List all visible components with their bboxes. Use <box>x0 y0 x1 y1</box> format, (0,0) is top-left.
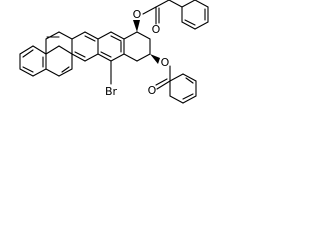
ring-c-bonds <box>71 31 99 62</box>
double-bond-inner <box>84 35 96 42</box>
bond <box>19 45 34 55</box>
bond <box>84 53 99 62</box>
bond <box>156 80 171 90</box>
double-bond-inner <box>100 51 112 58</box>
upper-benzoyl-bonds <box>142 0 209 30</box>
molecule-structure-diagram: O O O O Br <box>0 0 218 127</box>
bond <box>97 53 112 62</box>
bond <box>97 31 112 40</box>
bond <box>45 68 60 77</box>
double-bond-inner <box>74 51 86 58</box>
ring-d-bonds <box>97 31 125 62</box>
carbonyl-oxygen-upper-label: O <box>152 23 161 36</box>
double-bond-inner <box>184 19 196 26</box>
carbonyl-oxygen-lower-label: O <box>148 84 157 97</box>
bond <box>136 53 151 62</box>
bond <box>182 95 197 104</box>
bond <box>169 95 184 104</box>
bond <box>45 31 60 40</box>
bond <box>71 31 86 40</box>
ester-oxygen-upper-label: O <box>133 8 142 21</box>
bond <box>84 31 99 40</box>
bond <box>169 73 184 82</box>
ester-oxygen-lower-label: O <box>161 56 170 69</box>
wedge-bond <box>150 54 160 64</box>
double-bond-inner <box>22 66 34 73</box>
bond <box>110 53 125 62</box>
bond <box>182 73 197 82</box>
bond <box>123 31 138 40</box>
double-bond-inner <box>185 77 194 84</box>
lower-benzoyl-bonds <box>155 65 197 104</box>
bond <box>58 45 73 55</box>
bond <box>168 0 183 8</box>
bond <box>58 68 73 77</box>
bond <box>155 0 170 8</box>
bond <box>19 68 34 77</box>
bond <box>181 21 196 30</box>
double-bond-inner <box>182 93 194 100</box>
bond <box>194 21 209 30</box>
bond <box>32 45 47 55</box>
bond <box>123 53 138 62</box>
bond <box>32 68 47 77</box>
bond <box>45 45 60 55</box>
bond <box>110 31 125 40</box>
bond <box>181 0 196 8</box>
bond <box>71 53 86 62</box>
bromine-label: Br <box>105 85 118 98</box>
bond <box>142 6 157 15</box>
bond <box>58 31 73 40</box>
ring-a-bonds <box>19 45 47 77</box>
ring-b-bonds <box>45 31 73 77</box>
wedge-bond <box>133 20 140 32</box>
bond <box>194 0 209 8</box>
bond <box>136 31 151 40</box>
double-bond-inner <box>61 66 70 73</box>
double-bond-inner <box>22 49 34 58</box>
double-bond-inner <box>110 35 122 42</box>
benz-anthracene-dibenzoate-structure: O O O O Br <box>19 0 209 104</box>
ring-e-bonds <box>110 31 151 77</box>
double-bond-inner <box>155 78 168 86</box>
